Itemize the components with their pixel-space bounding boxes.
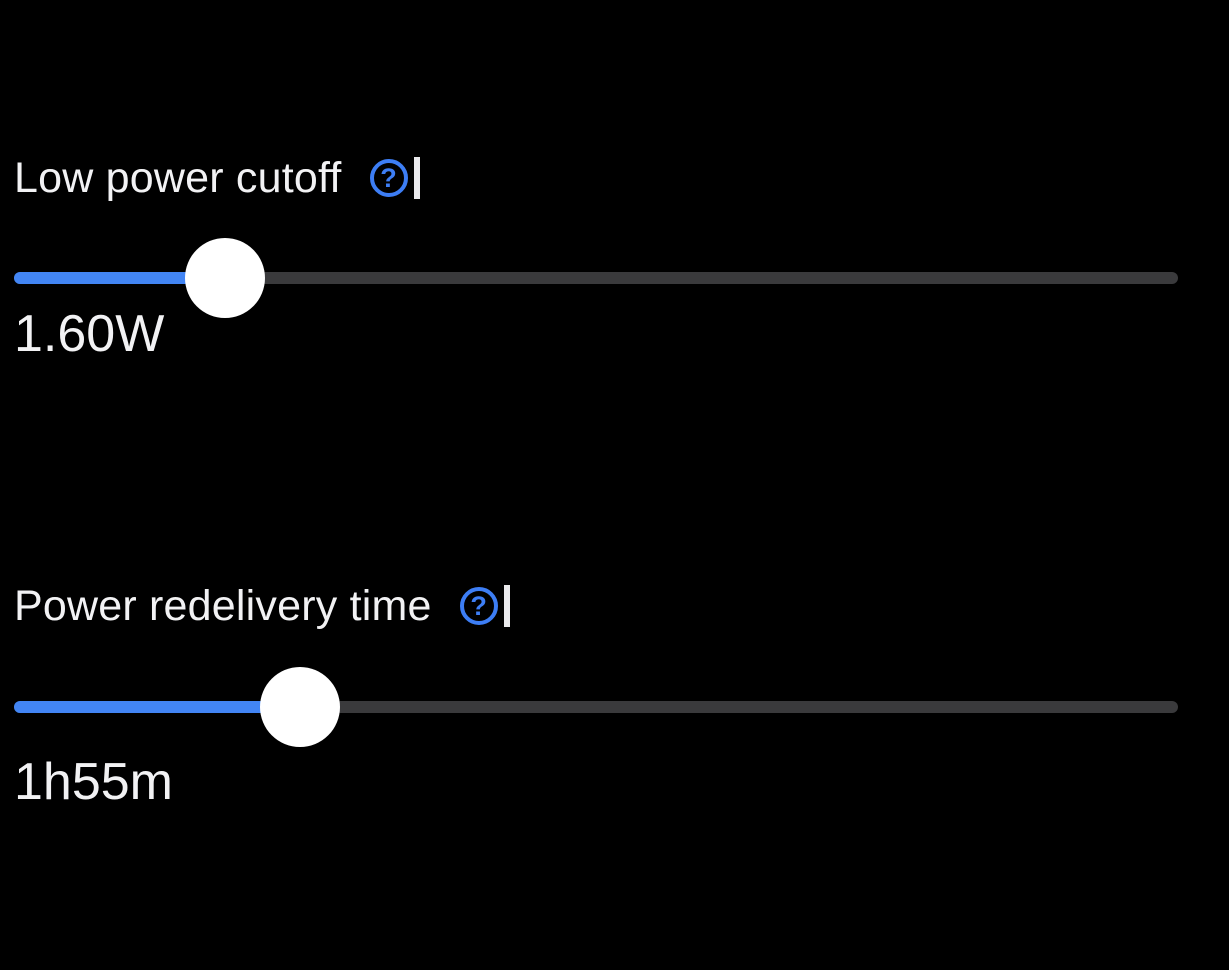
text-cursor xyxy=(503,585,510,627)
text-cursor xyxy=(413,157,420,199)
slider-label-row: Power redelivery time ? xyxy=(14,580,510,632)
slider[interactable] xyxy=(14,667,1178,747)
help-icon[interactable]: ? xyxy=(369,159,408,197)
slider-value: 1.60W xyxy=(14,305,165,363)
slider-fill xyxy=(14,701,301,713)
help-icon[interactable]: ? xyxy=(459,587,498,625)
slider-track[interactable] xyxy=(14,272,1178,284)
slider-fill xyxy=(14,272,225,284)
slider-label-row: Low power cutoff ? xyxy=(14,152,420,204)
slider-label: Low power cutoff xyxy=(14,153,342,202)
help-icon-glyph: ? xyxy=(380,162,397,193)
slider[interactable] xyxy=(14,238,1178,318)
help-icon-glyph: ? xyxy=(470,590,487,621)
slider-thumb[interactable] xyxy=(184,238,265,318)
slider-label: Power redelivery time xyxy=(14,581,432,630)
slider-thumb[interactable] xyxy=(260,667,341,747)
slider-value: 1h55m xyxy=(14,753,173,811)
slider-track[interactable] xyxy=(14,701,1178,713)
